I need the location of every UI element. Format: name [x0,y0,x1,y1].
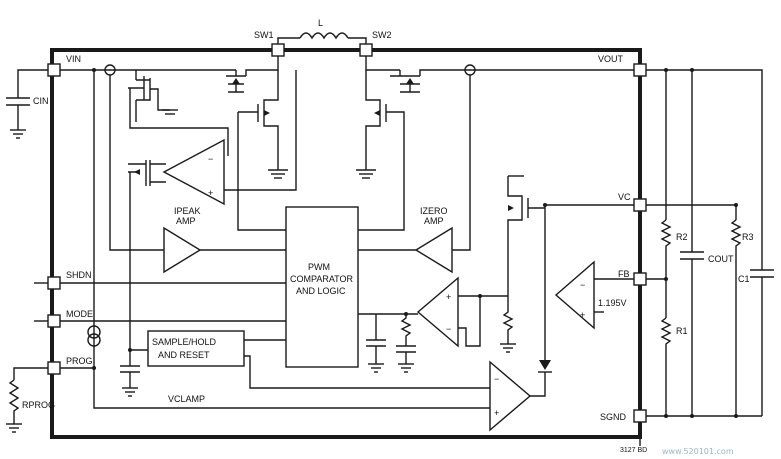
pin-sw1-label: SW1 [254,30,274,40]
pin-sw2[interactable] [359,43,373,57]
pin-vin[interactable] [47,63,61,77]
inductor-label: L [318,18,323,28]
izero-label-amp: AMP [424,216,444,226]
switch-nmos-sw1 [237,70,288,231]
resistor-r3: R3 [730,219,754,416]
pin-mode-label: MODE [66,309,93,319]
vc-transistor [500,175,634,373]
pin-prog[interactable] [47,361,61,375]
cin-label: CIN [33,96,49,106]
r3-label: R3 [742,232,754,242]
svg-text:−: − [208,154,213,164]
r1-label: R1 [676,326,688,336]
vref-label: 1.195V [598,298,627,308]
svg-text:−: − [494,374,499,384]
pwm-label-3: AND LOGIC [296,286,346,296]
pin-sw1[interactable] [271,43,285,57]
pin-vc[interactable] [633,198,647,212]
capacitor-cin: CIN [6,96,49,139]
svg-text:−: − [580,280,585,290]
pwm-label-1: PWM [308,262,330,272]
sample-hold-label-2: AND RESET [158,350,210,360]
vclamp-label: VCLAMP [168,394,205,404]
watermark: www.520101.com [662,447,734,456]
cout-label: COUT [708,254,734,264]
fb-error-amplifier: − + 1.195V [554,260,634,330]
inductor-l: L [277,18,367,44]
svg-text:+: + [580,310,585,320]
ic-outline [50,48,642,439]
pin-mode[interactable] [47,314,61,328]
r2-label: R2 [676,232,688,242]
pwm-label-2: COMPARATOR [290,274,354,284]
pin-vc-label: VC [618,192,631,202]
clamp-amplifier: − + [489,360,546,432]
pin-fb[interactable] [633,272,647,286]
pin-shdn[interactable] [47,276,61,290]
resistor-r1: R1 [660,317,688,416]
c1-label: C1 [738,274,750,284]
pin-sgnd-label: SGND [600,412,627,422]
internal-cap-1 [366,314,386,373]
ipeak-label: IPEAK [174,206,201,216]
resistor-rprog: RPROG [6,379,55,433]
current-source-prog [60,325,101,370]
figure-id: 3127 BD [620,447,647,454]
rprog-label: RPROG [22,400,55,410]
svg-text:−: − [446,324,451,334]
internal-rc-2 [396,312,416,373]
hold-capacitor [120,350,140,397]
bias-transistor-top [128,70,229,156]
izero-amplifier: IZERO AMP [358,206,453,274]
pin-vin-label: VIN [66,54,81,64]
svg-text:+: + [494,408,499,418]
ipeak-amplifier: IPEAK AMP [163,206,286,274]
pin-sgnd[interactable] [633,409,647,423]
vc-amplifier: + − [416,276,508,348]
pin-vout[interactable] [633,63,647,77]
switch-pmos-sw1 [226,56,279,93]
pin-shdn-label: SHDN [66,270,92,280]
sample-hold-reset-block: SAMPLE/HOLD AND RESET [128,330,490,389]
pin-prog-label: PROG [66,356,93,366]
resistor-r2: R2 [660,219,688,279]
switch-nmos-sw2 [356,70,405,231]
pin-fb-label: FB [618,269,630,279]
pin-vout-label: VOUT [598,54,624,64]
capacitor-c1: C1 [738,269,774,416]
ipeak-label-amp: AMP [176,216,196,226]
pin-sw2-label: SW2 [372,30,392,40]
sample-hold-label-1: SAMPLE/HOLD [152,337,217,347]
switch-pmos-sw2 [365,56,470,93]
svg-text:+: + [208,188,213,198]
izero-label: IZERO [420,206,448,216]
svg-text:+: + [446,292,451,302]
error-amplifier-left: − + [162,70,297,206]
pwm-comparator-logic-block: PWM COMPARATOR AND LOGIC [285,206,359,368]
capacitor-cout: COUT [680,251,734,416]
